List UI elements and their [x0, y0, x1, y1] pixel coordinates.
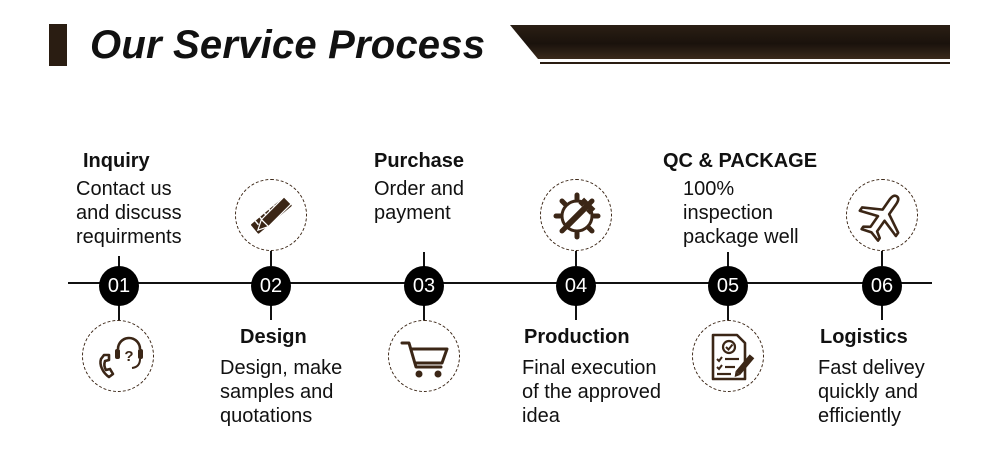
timeline-tick	[727, 300, 729, 320]
step-number-badge: 06	[862, 266, 902, 306]
timeline-tick	[575, 300, 577, 320]
step-title-qc-package: QC & PACKAGE	[663, 150, 818, 172]
timeline-tick	[881, 300, 883, 320]
timeline-tick	[270, 246, 272, 266]
step-description-qc-package: 100% inspection package well	[683, 177, 799, 249]
title-accent-bar	[49, 24, 67, 66]
shopping-cart-icon	[400, 341, 449, 378]
pencil-ruler-icon	[251, 196, 292, 234]
step-icon-circle	[235, 179, 307, 251]
description-line: quickly and	[818, 381, 919, 403]
description-line: efficiently	[818, 405, 902, 427]
step-description-design: Design, make samples and quotations	[220, 356, 342, 428]
step-title-logistics: Logistics	[820, 326, 908, 348]
step-icon-circle	[692, 320, 764, 392]
description-line: Fast delivey	[818, 357, 925, 379]
timeline-tick	[118, 300, 120, 320]
step-description-purchase: Order and payment	[374, 177, 464, 225]
timeline-tick	[727, 252, 729, 272]
step-title-inquiry: Inquiry	[83, 150, 150, 172]
title-decor-band	[510, 25, 950, 64]
page-title: Our Service Process	[90, 23, 486, 67]
step-icon-circle	[540, 179, 612, 251]
timeline-tick	[270, 300, 272, 320]
timeline-tick	[423, 252, 425, 272]
step-number-badge: 02	[251, 266, 291, 306]
step-title-production: Production	[524, 326, 630, 348]
description-line: quotations	[220, 405, 313, 427]
step-number-badge: 05	[708, 266, 748, 306]
description-line: idea	[522, 405, 560, 427]
description-line: requirments	[76, 226, 182, 248]
step-icon-circle	[846, 179, 918, 251]
checklist-icon	[711, 333, 755, 381]
step-number-badge: 04	[556, 266, 596, 306]
timeline-line	[68, 282, 932, 284]
description-line: Final execution	[522, 357, 657, 379]
description-line: payment	[374, 202, 451, 224]
description-line: of the approved	[522, 381, 661, 403]
gear-wrench-icon	[553, 192, 601, 240]
step-number-badge: 01	[99, 266, 139, 306]
timeline-tick	[423, 300, 425, 320]
description-line: 100%	[683, 178, 735, 200]
timeline-tick	[881, 246, 883, 266]
description-line: and discuss	[76, 202, 182, 224]
description-line: Contact us	[76, 178, 172, 200]
step-icon-circle	[388, 320, 460, 392]
description-line: Order and	[374, 178, 465, 200]
step-description-logistics: Fast delivey quickly and efficiently	[818, 356, 925, 428]
airplane-icon	[858, 194, 900, 242]
step-description-inquiry: Contact us and discuss requirments	[76, 177, 182, 249]
step-title-design: Design	[240, 326, 307, 348]
step-number-badge: 03	[404, 266, 444, 306]
svg-text:?: ?	[124, 348, 133, 365]
step-description-production: Final execution of the approved idea	[522, 356, 661, 428]
step-title-purchase: Purchase	[374, 150, 465, 172]
description-line: samples and	[220, 381, 334, 403]
description-line: package well	[683, 226, 799, 248]
phone-support-icon: ?	[99, 336, 143, 379]
timeline-tick	[575, 246, 577, 266]
step-icon-circle: ?	[82, 320, 154, 392]
description-line: inspection	[683, 202, 774, 224]
description-line: Design, make	[220, 357, 343, 379]
